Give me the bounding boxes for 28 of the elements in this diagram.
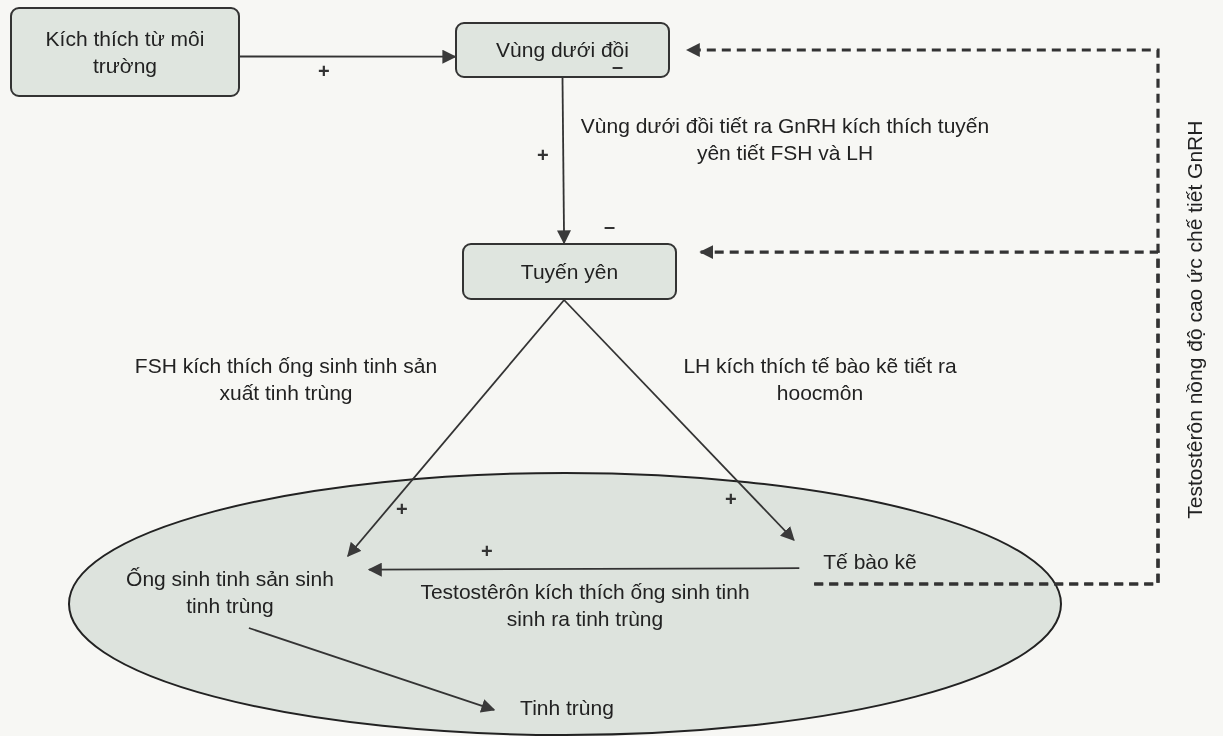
box-text: Vùng dưới đồi	[496, 37, 629, 64]
process-box	[462, 243, 677, 300]
edge-label: +	[318, 60, 330, 83]
dashed-arrow	[699, 245, 1160, 586]
testis-ellipse	[68, 472, 1062, 736]
node-label: Ống sinh tinh sản sinh tinh trùng	[112, 556, 348, 628]
arrow	[239, 49, 457, 64]
annotation-text: Testostêrôn kích thích ống sinh tinh sinh ra tinh trùng	[420, 579, 750, 633]
arrow	[367, 562, 801, 577]
vertical-label: Testostêrôn nồng độ cao ức chế tiết GnRH	[1182, 119, 1208, 521]
box-text: Kích thích từ môi trường	[44, 25, 206, 79]
annotation-text: FSH kích thích ống sinh tinh sản xuất tinh trùng	[133, 353, 439, 407]
process-box	[10, 7, 240, 97]
arrow	[248, 627, 496, 713]
edge-label: +	[537, 144, 549, 167]
arrow	[557, 77, 571, 245]
process-box	[455, 22, 670, 78]
edge-label: +	[725, 488, 737, 511]
edge-label: +	[396, 498, 408, 521]
arrow	[347, 299, 565, 558]
edge-label: –	[604, 215, 616, 238]
node-label: Tinh trùng	[494, 690, 640, 726]
annotation-text: LH kích thích tế bào kẽ tiết ra hoocmôn	[682, 353, 958, 407]
edge-label: +	[481, 540, 493, 563]
box-text: Tuyến yên	[520, 258, 619, 285]
node-label: Tế bào kẽ	[802, 540, 938, 584]
annotation-text: Vùng dưới đồi tiết ra GnRH kích thích tuyến yên tiết FSH và LH	[580, 113, 990, 167]
arrow	[563, 299, 795, 541]
